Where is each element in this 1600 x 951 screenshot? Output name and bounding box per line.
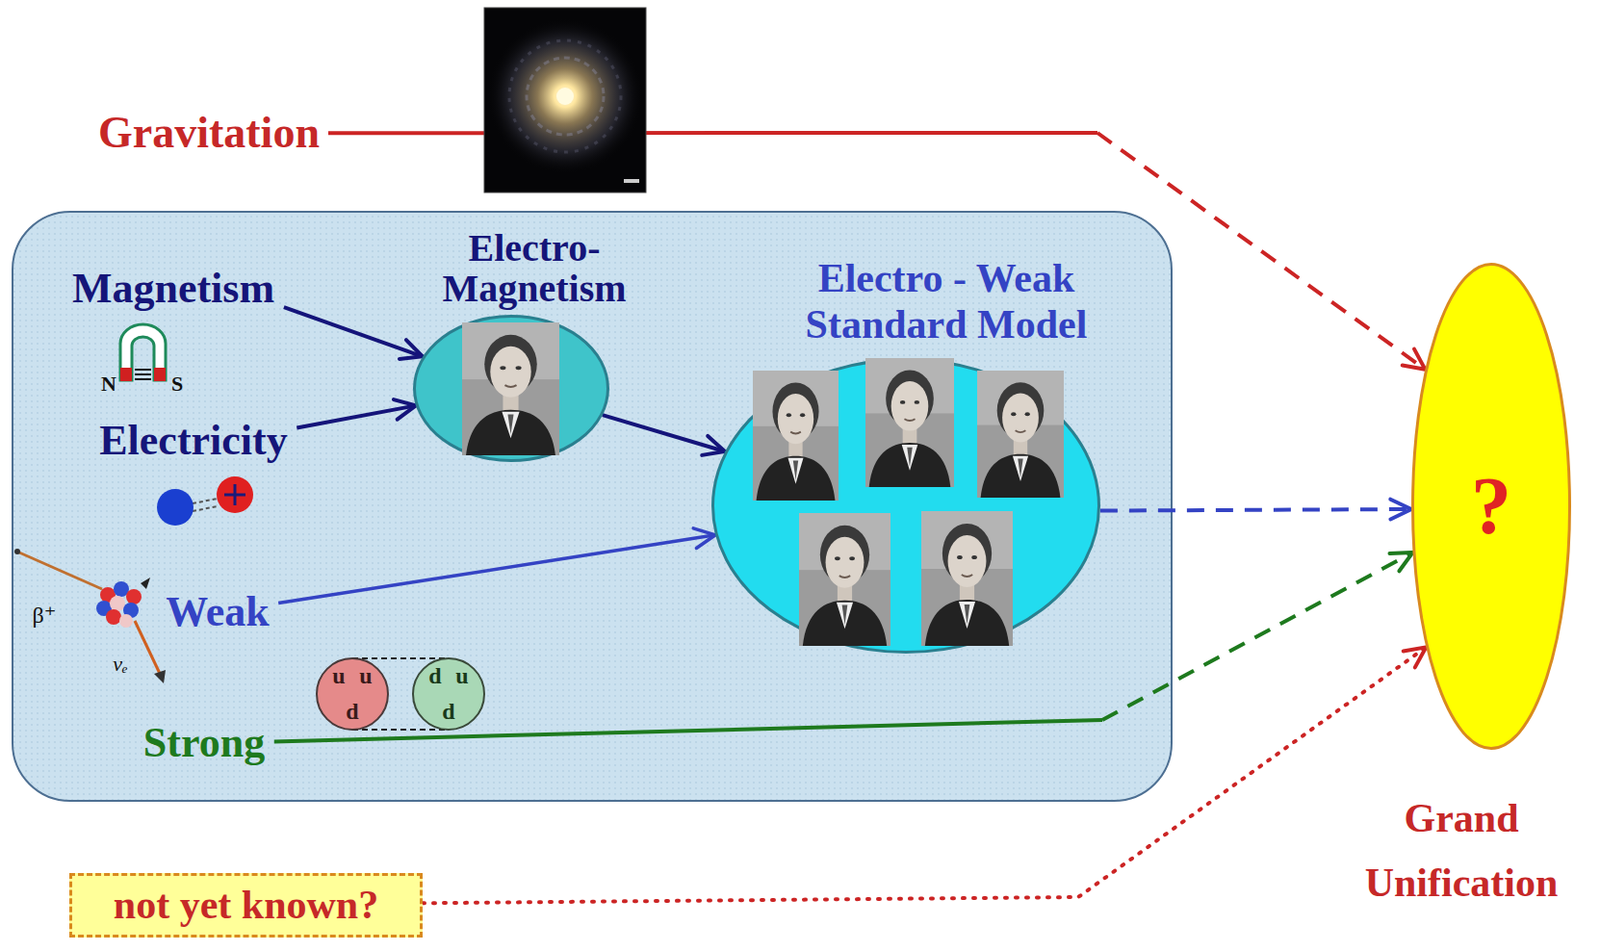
galaxy-picture <box>484 7 646 193</box>
quark-label: u <box>455 664 468 689</box>
label-holder: S <box>171 372 183 395</box>
connector-line <box>328 130 1098 135</box>
connector <box>602 414 725 456</box>
connector <box>1100 499 1412 520</box>
force-label: Strong <box>135 718 275 770</box>
oval-shape <box>1413 264 1571 749</box>
force-label: Magnetism <box>64 263 284 315</box>
arrow-head <box>399 339 423 360</box>
note-text: not yet known? <box>113 882 379 928</box>
arrow-head <box>1390 499 1412 520</box>
theory-ellipse: Electro- Magnetism <box>412 314 610 463</box>
heading-text: Electro - Weak Standard Model <box>782 255 1110 349</box>
magnet-icon <box>120 324 166 382</box>
force-label: Electricity <box>91 415 297 467</box>
connector-line <box>274 720 1103 742</box>
heading-holder: Electro- Magnetism <box>404 228 665 310</box>
note-box: not yet known? <box>69 873 423 938</box>
quark-label: u <box>332 664 345 689</box>
force-label: Weak <box>157 587 279 639</box>
connector-line <box>283 307 423 357</box>
connector-line <box>1100 509 1412 512</box>
node-text: Gravitation <box>98 108 321 158</box>
label-holder: d <box>345 699 359 724</box>
node-text: Electricity <box>99 417 289 465</box>
quark-label: d <box>441 699 455 724</box>
arrow-head <box>1402 349 1426 370</box>
arrow-head <box>693 528 716 549</box>
particle-label: νₑ <box>112 652 129 675</box>
theory-ellipse: Electro - Weak Standard Model <box>711 358 1101 654</box>
quark-label: d <box>345 699 359 724</box>
arrow-head <box>393 399 416 420</box>
node-text: Magnetism <box>72 265 277 312</box>
quark-label: d <box>428 664 441 689</box>
connector <box>283 307 423 360</box>
portrait-photo <box>412 314 610 463</box>
force-label: Gravitation <box>90 106 329 160</box>
connector-line <box>422 646 1426 904</box>
quark-label: u <box>359 664 372 689</box>
label-holder: u <box>359 664 372 689</box>
connector <box>278 528 716 604</box>
charge-icon <box>156 476 254 526</box>
group-panel <box>12 211 1172 801</box>
label-holder: β⁺ <box>32 603 57 628</box>
connector-line <box>278 535 716 604</box>
arrow-head <box>1390 552 1414 571</box>
connector-line <box>602 414 725 452</box>
heading-text: Grand Unification <box>1331 786 1592 916</box>
arrow-head <box>1403 646 1427 668</box>
heading-text: Electro- Magnetism <box>404 228 665 310</box>
ellipse-shape <box>414 315 609 461</box>
connector <box>422 646 1426 904</box>
node-text: Strong <box>143 720 267 767</box>
label-holder: N <box>101 372 117 395</box>
label-holder: u <box>332 664 345 689</box>
question-mark: ? <box>1470 465 1512 547</box>
connector <box>296 399 416 428</box>
nucleus-icon <box>14 548 166 684</box>
particle-label: β⁺ <box>32 603 57 628</box>
label-holder: νₑ <box>112 652 129 675</box>
pole-label: S <box>171 372 183 395</box>
connector-line <box>1097 132 1425 370</box>
node-text: Weak <box>165 589 271 636</box>
heading-holder: Electro - Weak Standard Model <box>782 255 1110 349</box>
quark-icon <box>316 658 485 730</box>
pole-label: N <box>101 372 117 395</box>
connector-line <box>1102 552 1414 721</box>
heading-holder: Grand Unification <box>1331 786 1592 916</box>
label-holder: d <box>441 699 455 724</box>
label-holder: d <box>428 664 441 689</box>
label-holder: u <box>455 664 468 689</box>
arrow-head <box>701 436 725 456</box>
unification-oval: ?Grand Unification <box>1411 262 1572 750</box>
portrait-photos <box>711 358 1101 654</box>
